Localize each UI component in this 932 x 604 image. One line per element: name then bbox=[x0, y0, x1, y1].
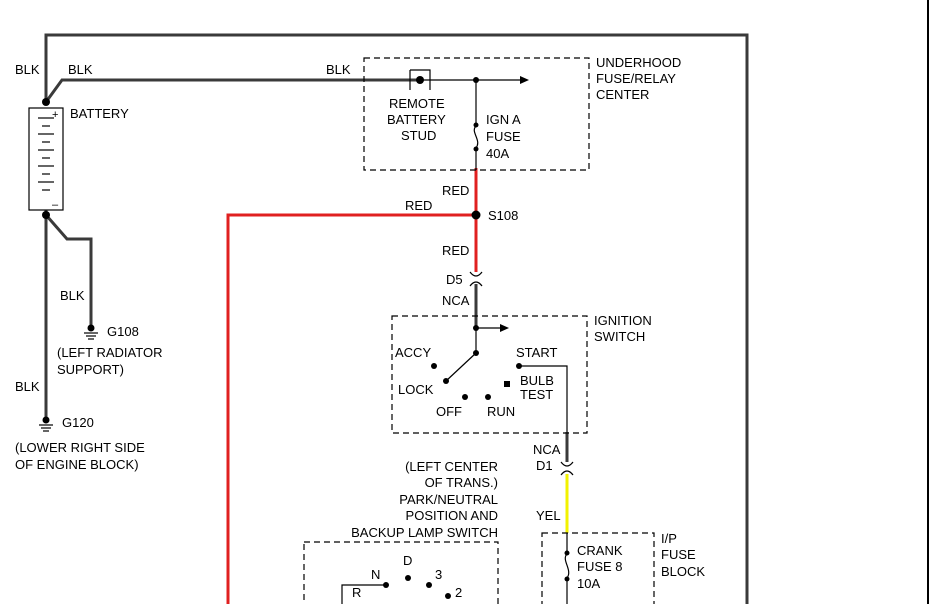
label-d5: D5 bbox=[446, 272, 463, 287]
label-off: OFF bbox=[436, 404, 462, 419]
label-pos-3: 3 bbox=[435, 567, 442, 582]
label-ignition-2: SWITCH bbox=[594, 329, 645, 344]
pos-2-contact bbox=[445, 593, 451, 599]
label-remote-2: BATTERY bbox=[387, 112, 446, 127]
label-blk-top-mid: BLK bbox=[68, 62, 93, 77]
label-remote-1: REMOTE bbox=[389, 96, 445, 111]
pos-r-line bbox=[341, 584, 386, 604]
label-bulb-1: BULB bbox=[520, 373, 554, 388]
label-blk-top-left: BLK bbox=[15, 62, 40, 77]
d1-connector-symbol bbox=[560, 461, 574, 476]
g108-ground-symbol bbox=[84, 324, 98, 340]
g120-ground-symbol bbox=[39, 416, 53, 432]
accy-contact bbox=[431, 363, 437, 369]
battery-negative-node bbox=[42, 211, 50, 219]
pos-3-contact bbox=[426, 582, 432, 588]
blk-wire-to-g108 bbox=[44, 214, 93, 325]
ignition-switch-blade bbox=[445, 352, 477, 382]
battery-symbol bbox=[28, 107, 64, 211]
label-trans-5: BACKUP LAMP SWITCH bbox=[351, 525, 498, 540]
ignition-arrow-icon bbox=[500, 324, 509, 332]
bulb-test-contact bbox=[504, 381, 510, 387]
label-ip-2: FUSE bbox=[661, 547, 696, 562]
label-accy: ACCY bbox=[395, 345, 431, 360]
label-d1: D1 bbox=[536, 458, 553, 473]
battery-positive-node bbox=[42, 98, 50, 106]
label-nca-2: NCA bbox=[533, 442, 561, 457]
label-g120: G120 bbox=[62, 415, 94, 430]
label-s108: S108 bbox=[488, 208, 518, 223]
ip-fuse-block-box bbox=[541, 532, 655, 604]
label-nca-1: NCA bbox=[442, 293, 470, 308]
ignition-switch-box bbox=[391, 315, 588, 434]
lock-contact bbox=[443, 378, 449, 384]
label-underhood-3: CENTER bbox=[596, 87, 649, 102]
d5-connector-symbol bbox=[469, 271, 483, 287]
label-remote-3: STUD bbox=[401, 128, 436, 143]
label-blk-g108: BLK bbox=[60, 288, 85, 303]
park-neutral-switch-box bbox=[303, 541, 499, 604]
label-pos-d: D bbox=[403, 553, 412, 568]
red-wire-s108-left bbox=[226, 213, 476, 604]
label-red-2: RED bbox=[405, 198, 432, 213]
label-underhood-1: UNDERHOOD bbox=[596, 55, 681, 70]
label-lock: LOCK bbox=[398, 382, 434, 397]
label-yel: YEL bbox=[536, 508, 561, 523]
run-contact bbox=[485, 394, 491, 400]
label-pos-r: R bbox=[352, 585, 361, 600]
label-pos-n: N bbox=[371, 567, 380, 582]
label-battery-plus: + bbox=[52, 109, 58, 121]
label-start: START bbox=[516, 345, 557, 360]
label-ign-3: 40A bbox=[486, 146, 509, 161]
label-crank-3: 10A bbox=[577, 576, 600, 591]
label-red-3: RED bbox=[442, 243, 469, 258]
label-red-1: RED bbox=[442, 183, 469, 198]
underhood-fuse-center-box bbox=[363, 57, 590, 171]
label-bulb-2: TEST bbox=[520, 387, 553, 402]
label-trans-3: PARK/NEUTRAL bbox=[399, 492, 498, 507]
crank-fuse-symbol bbox=[564, 533, 570, 604]
label-crank-1: CRANK bbox=[577, 543, 623, 558]
label-ignition-1: IGNITION bbox=[594, 313, 652, 328]
label-trans-4: POSITION AND bbox=[406, 508, 498, 523]
label-ip-3: BLOCK bbox=[661, 564, 705, 579]
label-ign-1: IGN A bbox=[486, 112, 521, 127]
label-ign-2: FUSE bbox=[486, 129, 521, 144]
label-run: RUN bbox=[487, 404, 515, 419]
ign-a-fuse-symbol bbox=[473, 80, 479, 170]
label-pos-2: 2 bbox=[455, 585, 462, 600]
off-contact bbox=[462, 394, 468, 400]
label-trans-2: OF TRANS.) bbox=[425, 475, 498, 490]
label-ip-1: I/P bbox=[661, 531, 677, 546]
blk-wire-to-stud bbox=[44, 78, 420, 103]
label-blk-g120: BLK bbox=[15, 379, 40, 394]
label-underhood-2: FUSE/RELAY bbox=[596, 71, 676, 86]
label-g120-desc-1: (LOWER RIGHT SIDE bbox=[15, 440, 145, 455]
start-output-line bbox=[519, 365, 568, 432]
label-blk-top-right: BLK bbox=[326, 62, 351, 77]
pos-d-contact bbox=[405, 575, 411, 581]
label-trans-1: (LEFT CENTER bbox=[405, 459, 498, 474]
label-g120-desc-2: OF ENGINE BLOCK) bbox=[15, 457, 139, 472]
blk-wire-top-loop bbox=[44, 33, 749, 604]
label-g108: G108 bbox=[107, 324, 139, 339]
bus-arrow-icon bbox=[520, 76, 529, 84]
label-g108-desc-2: SUPPORT) bbox=[57, 362, 124, 377]
label-battery-minus: – bbox=[52, 199, 59, 211]
s108-splice-node bbox=[471, 210, 481, 220]
label-battery: BATTERY bbox=[70, 106, 129, 121]
label-crank-2: FUSE 8 bbox=[577, 559, 623, 574]
label-g108-desc-1: (LEFT RADIATOR bbox=[57, 345, 162, 360]
